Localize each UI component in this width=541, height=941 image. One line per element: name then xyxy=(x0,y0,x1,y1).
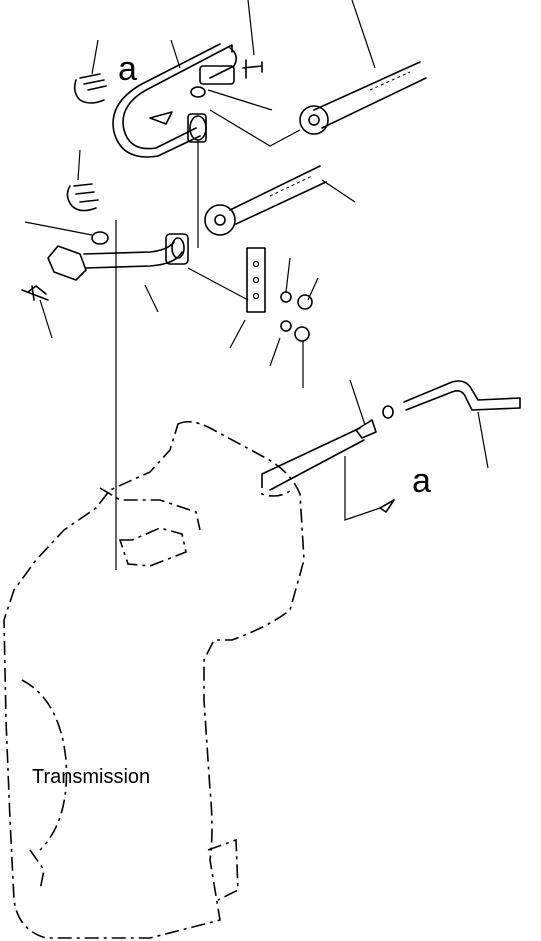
u-pipe-assembly xyxy=(73,43,263,158)
transmission-label: Transmission xyxy=(32,766,150,788)
lower-pipe-assembly xyxy=(21,140,313,570)
ref-label-bottom: a xyxy=(412,462,431,500)
filler-tube xyxy=(261,380,521,521)
transmission-housing xyxy=(3,420,305,939)
leader-lines xyxy=(24,0,489,469)
ref-label-top: a xyxy=(118,50,137,88)
hoses xyxy=(204,61,427,236)
